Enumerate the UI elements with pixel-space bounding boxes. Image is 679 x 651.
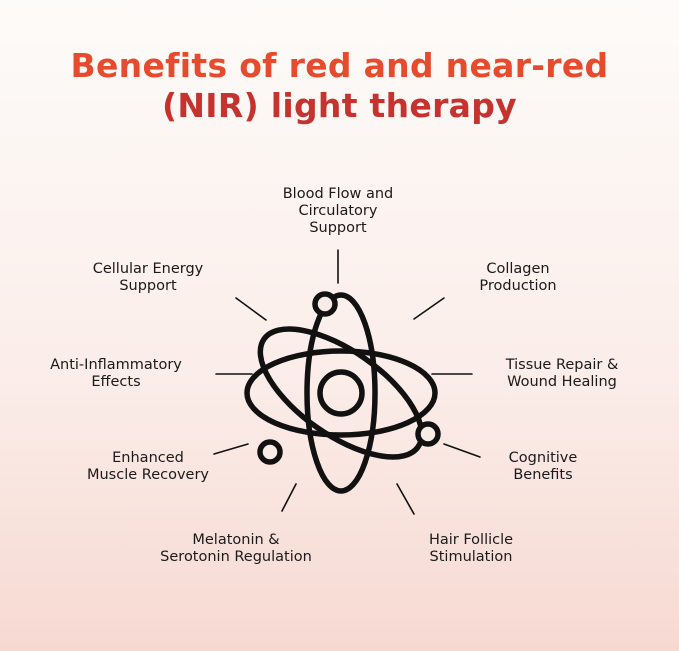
atom-orbit-vertical: [304, 292, 378, 494]
connector-line-hair-follicle: [396, 483, 415, 515]
benefit-anti-inflammatory: Anti-Inflammatory Effects: [50, 357, 182, 390]
benefit-hair-follicle: Hair Follicle Stimulation: [428, 532, 514, 565]
page-title: Benefits of red and near-red (NIR) light…: [0, 46, 679, 126]
connector-lines: [213, 249, 481, 515]
atom-orbit-horizontal: [244, 348, 438, 438]
benefit-collagen: Collagen Production: [479, 261, 557, 294]
benefit-muscle-recovery: Enhanced Muscle Recovery: [86, 450, 210, 483]
title-line-1: Benefits of red and near-red: [70, 46, 609, 85]
connector-line-melatonin: [281, 483, 297, 512]
benefit-tissue-repair: Tissue Repair & Wound Healing: [505, 357, 619, 390]
benefit-cognitive: Cognitive Benefits: [508, 450, 578, 483]
connector-line-cognitive: [443, 443, 481, 458]
connector-line-collagen: [413, 297, 445, 320]
benefit-blood-flow: Blood Flow and Circulatory Support: [282, 186, 394, 236]
atom-icon: [244, 291, 441, 494]
connector-line-cellular-energy: [235, 297, 267, 321]
atom-nucleus: [317, 369, 365, 417]
connector-line-muscle-recovery: [213, 443, 249, 455]
title-line-2: (NIR) light therapy: [162, 86, 517, 125]
atom-electron-right: [415, 421, 441, 447]
atom-orbit-rising: [257, 326, 425, 460]
atom-electron-left: [257, 439, 283, 465]
benefit-cellular-energy: Cellular Energy Support: [92, 261, 204, 294]
benefit-melatonin: Melatonin & Serotonin Regulation: [160, 532, 312, 565]
atom-electron-top: [312, 291, 338, 317]
